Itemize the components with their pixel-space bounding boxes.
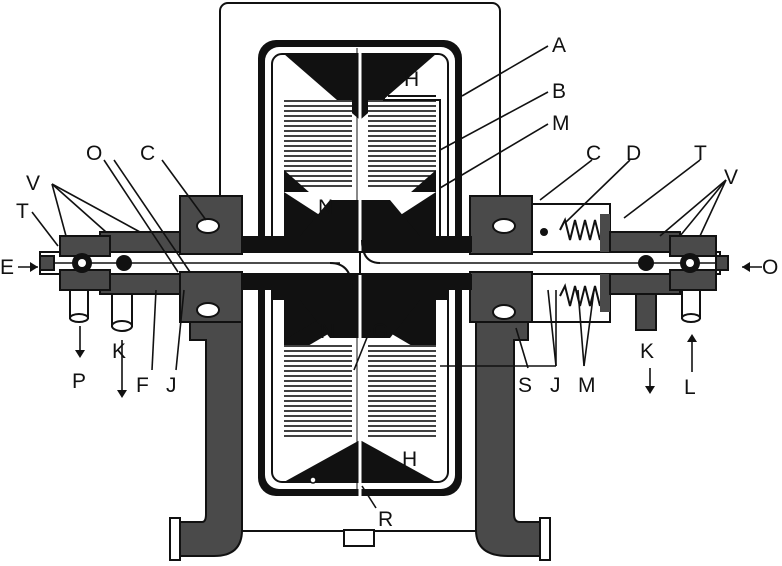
right-support-leg (475, 321, 547, 557)
label-j-left: J (166, 374, 177, 397)
label-a: A (552, 34, 566, 57)
label-h-bottom: H (402, 448, 417, 471)
part-labels: A B M H O C C D T V V T E N N G O P K F … (0, 34, 778, 531)
label-e: E (0, 256, 14, 279)
label-m-right: M (578, 374, 596, 397)
label-d: D (626, 142, 641, 165)
label-s: S (518, 374, 532, 397)
label-c-right: C (586, 142, 601, 165)
label-c-left: C (140, 142, 155, 165)
label-t-left: T (16, 200, 29, 223)
label-n-bottom: N (320, 320, 335, 343)
label-n-top: N (318, 196, 333, 219)
left-pipe-assembly (39, 195, 361, 332)
label-o-left: O (86, 142, 102, 165)
label-k-right: K (640, 340, 654, 363)
label-o-right: O (762, 256, 778, 279)
label-v-right: V (724, 166, 738, 189)
label-k-left: K (112, 340, 126, 363)
label-j-right: J (550, 374, 561, 397)
label-p: P (72, 370, 86, 393)
label-r: R (378, 508, 393, 531)
channel-h (380, 96, 441, 251)
label-t-right: T (694, 142, 707, 165)
flow-arrows (30, 262, 750, 398)
right-pipe-assembly (359, 195, 729, 331)
bottom-drain (343, 529, 375, 547)
leader-lines (18, 45, 762, 509)
label-f: F (136, 374, 149, 397)
label-v-left: V (26, 172, 40, 195)
label-h-top: H (404, 68, 419, 91)
label-b: B (552, 80, 566, 103)
label-m-top: M (552, 112, 570, 135)
label-l: L (684, 376, 696, 399)
label-g: G (372, 320, 388, 343)
left-support-leg (175, 321, 243, 557)
